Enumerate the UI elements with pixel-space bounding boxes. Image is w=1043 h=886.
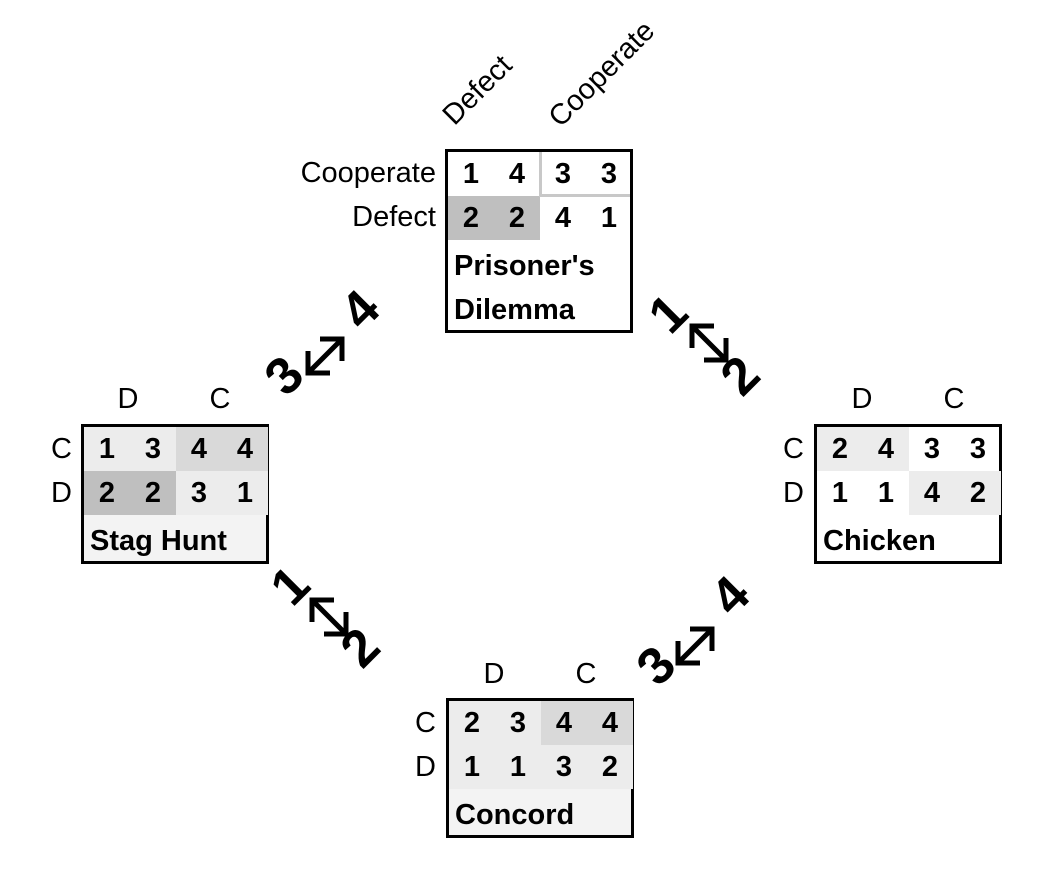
ch-cell-equilibrium: 4 bbox=[863, 427, 909, 471]
pd-col-label-cooperate: Cooperate bbox=[542, 14, 662, 134]
co-col-label-c: C bbox=[575, 658, 597, 690]
pd-divider-vertical bbox=[539, 152, 542, 196]
co-cell: 1 bbox=[495, 745, 541, 789]
ch-col-label-c: C bbox=[943, 383, 965, 415]
ch-cell-equilibrium: 4 bbox=[909, 471, 955, 515]
swap-arrow-ch-co bbox=[675, 626, 715, 666]
ch-cell: 1 bbox=[877, 476, 895, 509]
sh-cell: 1 bbox=[222, 471, 268, 515]
co-cell-equilibrium: 4 bbox=[541, 701, 587, 745]
swap-arrow-sh-co bbox=[309, 597, 349, 637]
pd-cell: 1 bbox=[600, 201, 618, 234]
pd-cell: 4 bbox=[554, 201, 572, 234]
pd-cell: 3 bbox=[600, 157, 618, 190]
ch-payoff-box: 2 4 3 3 1 1 4 2 Chicken bbox=[814, 424, 1002, 564]
co-cell: 3 bbox=[541, 745, 587, 789]
co-row-label-c: C bbox=[415, 707, 436, 739]
sh-cell: 3 bbox=[130, 427, 176, 471]
co-payoff-box: 2 3 4 4 1 1 3 2 Concord bbox=[446, 698, 634, 838]
co-name: Concord bbox=[455, 799, 575, 831]
sh-col-label-d: D bbox=[117, 383, 139, 415]
sh-row-label-c: C bbox=[51, 433, 72, 465]
swap-arrow-pd-sh bbox=[305, 336, 345, 376]
pd-name-line2: Dilemma bbox=[454, 294, 575, 326]
pd-row-label-defect: Defect bbox=[352, 201, 436, 233]
co-cell: 2 bbox=[449, 701, 495, 745]
co-row-label-d: D bbox=[415, 751, 436, 783]
co-col-label-d: D bbox=[483, 658, 505, 690]
sh-cell-equilibrium: 4 bbox=[222, 427, 268, 471]
sh-cell-equilibrium: 2 bbox=[130, 471, 176, 515]
co-cell: 1 bbox=[449, 745, 495, 789]
pd-name-line1: Prisoner's bbox=[454, 250, 595, 282]
co-cell: 2 bbox=[587, 745, 633, 789]
pd-cell: 3 bbox=[554, 157, 572, 190]
sh-name: Stag Hunt bbox=[90, 525, 227, 557]
pd-divider-horizontal bbox=[539, 194, 630, 197]
pd-col-label-defect: Defect bbox=[436, 49, 519, 132]
sh-payoff-box: 1 3 4 4 2 2 3 1 Stag Hunt bbox=[81, 424, 269, 564]
pd-cell: 1 bbox=[462, 157, 480, 190]
ch-col-label-d: D bbox=[851, 383, 873, 415]
ch-cell-equilibrium: 2 bbox=[955, 471, 1001, 515]
pd-payoff-box: 1 4 3 3 2 2 4 1 Prisoner's Dilemma bbox=[445, 149, 633, 333]
swap-arrow-pd-ch bbox=[689, 323, 729, 363]
ch-cell-equilibrium: 2 bbox=[817, 427, 863, 471]
ch-name: Chicken bbox=[823, 525, 936, 557]
co-cell: 3 bbox=[495, 701, 541, 745]
pd-cell-equilibrium: 2 bbox=[448, 196, 494, 240]
sh-cell-equilibrium: 2 bbox=[84, 471, 130, 515]
pd-cell: 4 bbox=[508, 157, 526, 190]
ch-cell: 1 bbox=[831, 476, 849, 509]
ch-row-label-c: C bbox=[783, 433, 804, 465]
sh-cell: 3 bbox=[176, 471, 222, 515]
pd-row-label-cooperate: Cooperate bbox=[300, 157, 436, 189]
sh-cell-equilibrium: 4 bbox=[176, 427, 222, 471]
ch-cell: 3 bbox=[923, 432, 941, 465]
pd-cell-equilibrium: 2 bbox=[494, 196, 540, 240]
sh-row-label-d: D bbox=[51, 477, 72, 509]
sh-col-label-c: C bbox=[209, 383, 231, 415]
co-cell-equilibrium: 4 bbox=[587, 701, 633, 745]
ch-cell: 3 bbox=[969, 432, 987, 465]
ch-row-label-d: D bbox=[783, 477, 804, 509]
sh-cell: 1 bbox=[84, 427, 130, 471]
